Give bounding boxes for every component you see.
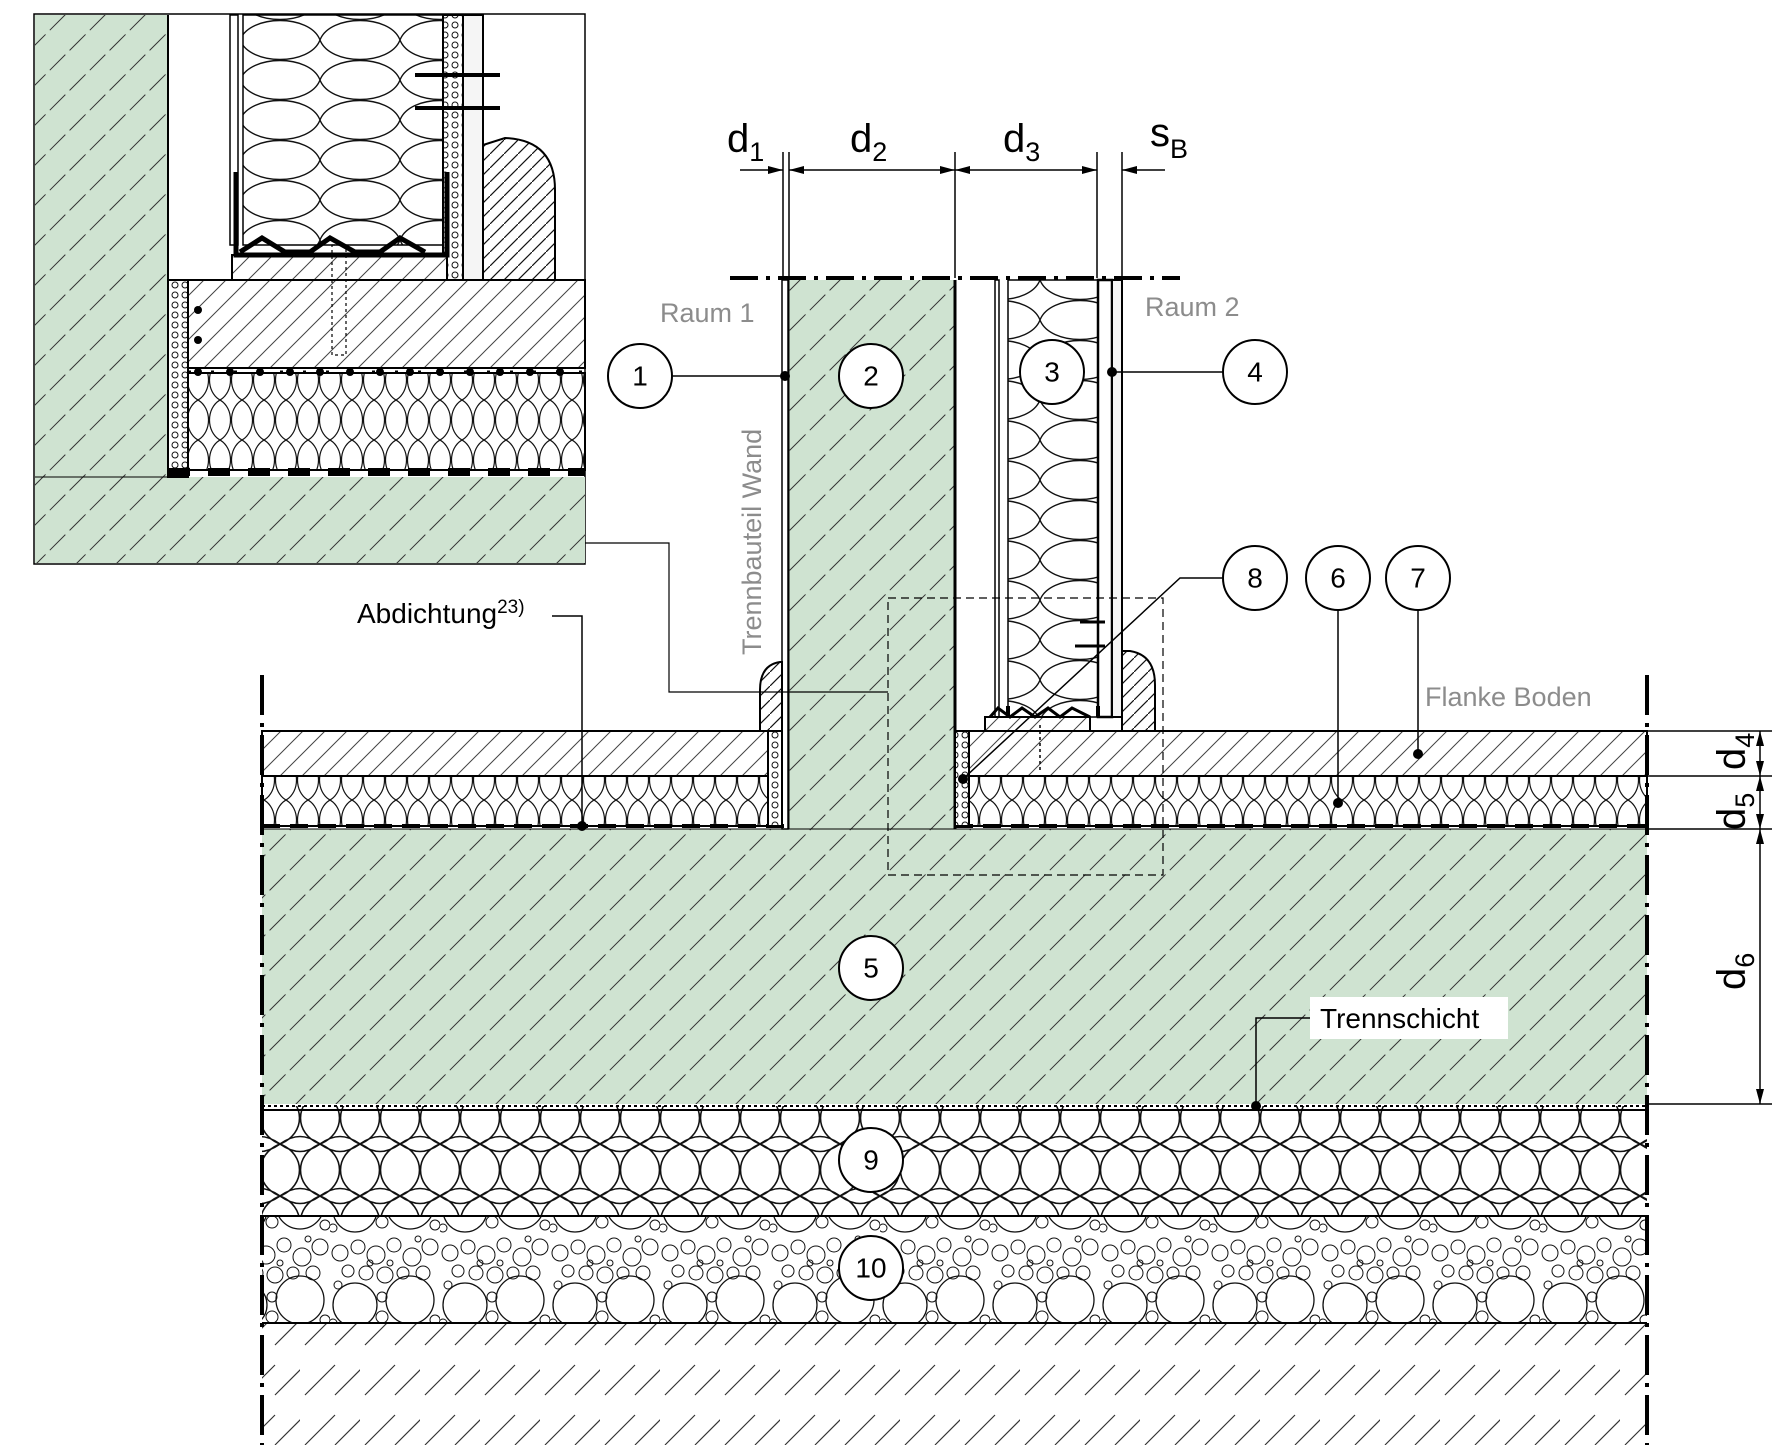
svg-text:6: 6 [1330, 563, 1346, 594]
callout-4: 4 [1222, 339, 1288, 405]
dim-label-d1: d1 [727, 117, 764, 167]
svg-text:5: 5 [863, 953, 879, 984]
callout-7: 7 [1385, 545, 1451, 611]
callout-3: 3 [1019, 339, 1085, 405]
svg-text:8: 8 [1247, 563, 1263, 594]
inset-detail [33, 13, 586, 565]
svg-text:3: 3 [1044, 357, 1060, 388]
skirting-right [1121, 650, 1156, 732]
svg-text:10: 10 [855, 1253, 886, 1284]
label-abdichtung: Abdichtung23) [357, 597, 525, 629]
gravel-layer [262, 1215, 1647, 1322]
detail-window [887, 597, 1164, 876]
svg-text:9: 9 [863, 1145, 879, 1176]
main-section: d1 d2 d3 sB d4 d5 d6 Raum 1 [260, 111, 1772, 1445]
callout-1: 1 [607, 343, 673, 409]
callout-6: 6 [1305, 545, 1371, 611]
dim-label-d2: d2 [850, 117, 887, 167]
callout-9: 9 [838, 1127, 904, 1193]
label-trennbauteil-wand: Trennbauteil Wand [737, 429, 767, 655]
svg-text:7: 7 [1410, 563, 1426, 594]
dim-label-d6: d6 [1710, 953, 1760, 990]
soil-layer [262, 1322, 1647, 1445]
callout-2: 2 [838, 343, 904, 409]
edge-insulation-strip-left [767, 730, 783, 827]
label-raum-2: Raum 2 [1145, 292, 1240, 322]
impact-insulation-left [261, 775, 769, 827]
svg-text:2: 2 [863, 361, 879, 392]
right-dimensions [1647, 730, 1772, 1105]
dim-label-d3: d3 [1003, 117, 1040, 167]
label-trennschicht: Trennschicht [1320, 1003, 1479, 1034]
callout-10: 10 [838, 1235, 904, 1301]
label-flanke-boden: Flanke Boden [1425, 682, 1592, 712]
svg-text:4: 4 [1247, 357, 1263, 388]
impact-insulation-right [968, 775, 1648, 827]
dim-label-d5: d5 [1710, 793, 1760, 830]
dim-label-sb: sB [1150, 111, 1188, 164]
svg-text:1: 1 [632, 361, 648, 392]
prewall-cladding [1111, 279, 1123, 718]
perimeter-insulation-layer [262, 1106, 1647, 1215]
screed-left [261, 730, 769, 777]
callout-8: 8 [1222, 545, 1288, 611]
dim-label-d4: d4 [1710, 733, 1760, 770]
skirting-left [759, 661, 783, 732]
callout-5: 5 [838, 935, 904, 1001]
screed-right [968, 730, 1648, 777]
label-raum-1: Raum 1 [660, 298, 755, 328]
callout-circles: 1 2 3 4 5 6 7 8 9 10 [607, 339, 1451, 1301]
top-dimensions [740, 152, 1165, 278]
